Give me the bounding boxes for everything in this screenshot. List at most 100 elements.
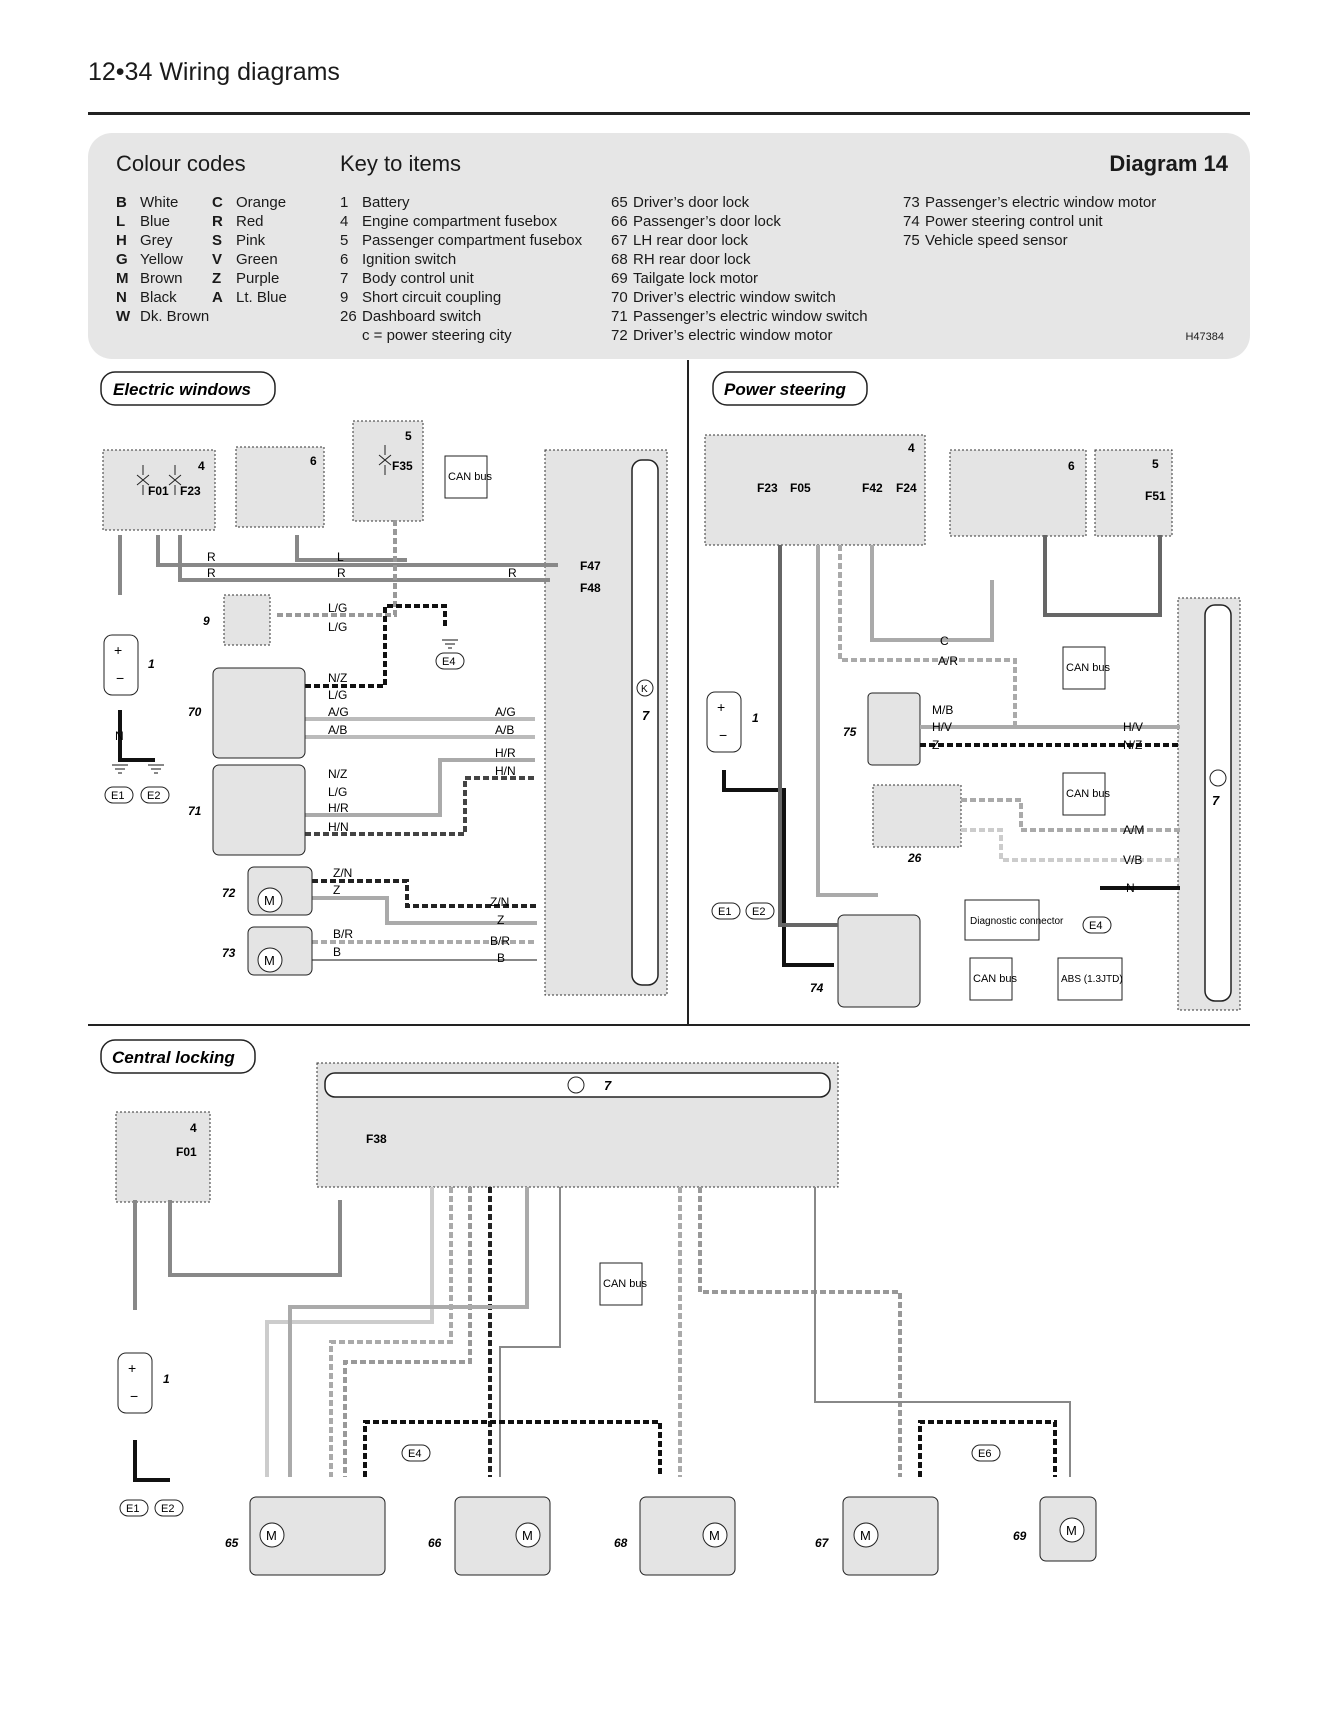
e4-label: E4 (408, 1448, 421, 1460)
key-item-label: Short circuit coupling (362, 289, 502, 306)
wire-cl (816, 545, 878, 897)
e2-label: E2 (161, 1503, 174, 1515)
bcu-k-symbol (636, 679, 654, 697)
page-title: 12•34 Wiring diagrams (88, 58, 340, 86)
key-item-label: c = power steering city (362, 327, 512, 344)
key-item-label: LH rear door lock (633, 232, 749, 249)
central-locking-title: Central locking (112, 1048, 235, 1067)
power-steering-title: Power steering (724, 380, 846, 399)
colour-name: Purple (236, 270, 280, 287)
wire-n (722, 770, 834, 967)
wire-label: A/B (328, 723, 347, 737)
item-number-4: 4 (198, 459, 205, 473)
wire-label: B (333, 945, 341, 959)
key-item-number: 7 (340, 270, 349, 287)
colour-code: M (116, 270, 129, 287)
can-bus-label: CAN bus (973, 973, 1018, 985)
wire-ar (838, 545, 1017, 730)
ground-e4-icon: E4 (1082, 916, 1112, 934)
motor-m-letter: M (522, 1528, 533, 1543)
wire-z (312, 896, 537, 925)
colour-code: R (212, 213, 223, 230)
motor-m-letter: M (264, 953, 275, 968)
item-number-65: 65 (225, 1536, 239, 1550)
f47-label: F47 (580, 559, 601, 573)
abs-box (1057, 957, 1123, 1001)
wire-label: B/R (490, 934, 510, 948)
key-item-number: 73 (903, 194, 920, 211)
wire-label: L/G (328, 688, 347, 702)
colour-name: Brown (140, 270, 183, 287)
wire-label: R (207, 550, 216, 564)
key-item-number: 1 (340, 194, 349, 211)
electric-windows-section: Electric windows K 7 F01 F23 4 6 F35 5 C… (100, 371, 668, 996)
wire-label: L/G (328, 620, 347, 634)
e6-label: E6 (978, 1448, 991, 1460)
battery-1 (117, 1352, 153, 1414)
colour-code: V (212, 251, 223, 268)
colour-name: White (140, 194, 179, 211)
motor-m-letter: M (709, 1528, 720, 1543)
item-number-7: 7 (1212, 793, 1220, 808)
f35-label: F35 (392, 459, 413, 473)
battery-minus: − (130, 1388, 138, 1404)
ground-e1-icon: E1 (119, 1499, 149, 1517)
abs-label: ABS (1.3JTD) (1061, 974, 1123, 985)
wire-label: L/G (328, 785, 347, 799)
wire-vb (961, 828, 1181, 862)
f23-label: F23 (180, 484, 201, 498)
battery-minus: − (116, 670, 124, 686)
key-item-label: Passenger’s electric window switch (633, 308, 868, 325)
f05-label: F05 (790, 481, 811, 495)
section-label-box (712, 371, 868, 406)
f51-label: F51 (1145, 489, 1166, 503)
item-number-1: 1 (148, 657, 155, 671)
power-steering-section: Power steering F23 F05 F42 F24 4 6 F51 5… (704, 371, 1241, 1011)
item-number-72: 72 (222, 886, 236, 900)
door-lock-68 (639, 1496, 736, 1576)
key-item-number: 4 (340, 213, 349, 230)
wiring-diagram: Electric windows K 7 F01 F23 4 6 F35 5 C… (88, 360, 1250, 1576)
colour-name: Yellow (140, 251, 183, 268)
item-number-5: 5 (405, 429, 412, 443)
ground-e2-icon: E2 (154, 1499, 184, 1517)
key-item-label: Passenger compartment fusebox (362, 232, 583, 249)
window-switch-71 (212, 764, 306, 856)
item-number-1: 1 (752, 711, 759, 725)
item-number-66: 66 (428, 1536, 442, 1550)
ground-e2-icon: E2 (140, 764, 170, 804)
colour-name: Grey (140, 232, 173, 249)
wire-label: B/R (333, 927, 353, 941)
wire-label: A/G (495, 705, 516, 719)
fuse-f35-icon (378, 445, 392, 475)
window-motor-72 (247, 866, 313, 916)
window-motor-73 (247, 926, 313, 976)
wire-n (118, 710, 155, 762)
can-bus-box (444, 455, 488, 499)
wire-h (288, 1187, 529, 1477)
wire-label: R (207, 566, 216, 580)
colour-code: B (116, 194, 127, 211)
central-locking-section: Central locking 7 F38 F01 4 CAN bus + − … (100, 1039, 1097, 1576)
wire-label: L/G (328, 601, 347, 615)
f01-label: F01 (176, 1145, 197, 1159)
e1-label: E1 (111, 790, 124, 802)
colour-code: A (212, 289, 223, 306)
key-item-label: Tailgate lock motor (633, 270, 759, 287)
section-label-box (100, 371, 276, 406)
wire-m (778, 545, 838, 927)
ground-e1-icon: E1 (711, 902, 741, 920)
bcu-k-symbol (1209, 769, 1227, 787)
e2-label: E2 (752, 906, 765, 918)
key-item-label: Vehicle speed sensor (925, 232, 1068, 249)
